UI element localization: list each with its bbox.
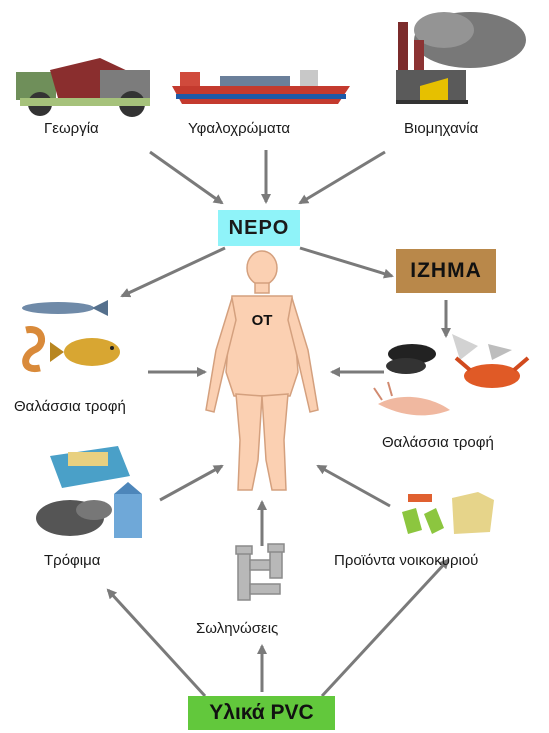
arrow-pvc-to-household [322,560,448,696]
fish-icon [22,300,108,316]
lobster-icon [456,358,528,388]
shrimp-icon [26,329,42,368]
label-agriculture: Γεωργία [44,120,99,137]
factory-icon [396,12,526,104]
carp-icon [50,338,120,366]
human-figure [206,251,318,490]
arrow-agriculture-to-water [150,152,222,203]
label-industry: Βιομηχανία [404,120,478,137]
milk-carton-icon [114,482,142,538]
label-food: Τρόφιμα [44,552,100,569]
body-label: ΟΤ [238,312,286,329]
food-pile-icon [36,500,112,536]
pvc-box: Υλικά PVC [188,696,335,730]
label-seafood-right: Θαλάσσια τροφή [382,434,494,451]
food-tray-icon [50,446,130,488]
shrimp-right-icon [374,382,450,415]
arrow-industry-to-water [300,152,385,203]
label-household: Προϊόντα νοικοκυριού [334,552,478,569]
ship-icon [172,70,350,104]
pipes-icon [236,544,284,600]
arrow-food-to-body [160,466,222,500]
tractor-icon [16,58,150,117]
arrow-water-to-sediment [300,248,392,276]
squid-icon [452,334,512,360]
arrow-household-to-body [318,466,390,506]
arrow-water-to-fish [122,248,225,296]
label-shipping: Υφαλοχρώματα [188,120,290,137]
sediment-box: ΙΖΗΜΑ [396,249,496,293]
label-seafood-left: Θαλάσσια τροφή [14,398,126,415]
household-items-icon [402,492,494,534]
water-box: ΝΕΡΟ [218,210,300,246]
arrow-pvc-to-food [108,590,205,696]
mussel-icon [386,344,436,374]
label-pipes: Σωληνώσεις [196,620,278,637]
